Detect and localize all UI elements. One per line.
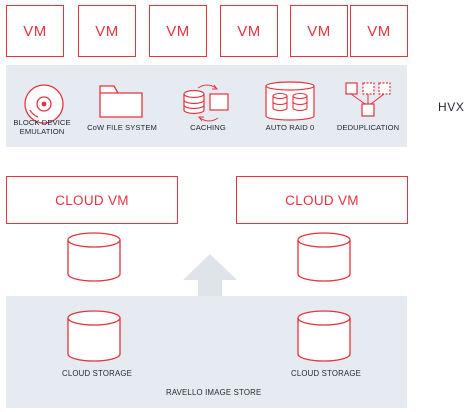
caching-icon	[183, 84, 229, 122]
vm-box-4: VM	[220, 5, 278, 57]
cloud-vm-box-2: CLOUD VM	[236, 176, 408, 224]
vm-label: VM	[23, 22, 47, 40]
vm-box-1: VM	[6, 5, 64, 57]
vm-label: VM	[367, 22, 391, 40]
feature-label-block-device: BLOCK DEVICE EMULATION	[13, 118, 71, 136]
cloud-vm-box-1: CLOUD VM	[6, 176, 178, 224]
cloud-storage-label: CLOUD STORAGE	[291, 369, 362, 378]
feature-label-raid: AUTO RAID 0	[265, 123, 315, 132]
folder-icon	[99, 85, 143, 118]
cloud-vm-disk-icon	[297, 232, 351, 282]
cloud-vm-disk-icon	[67, 232, 121, 282]
vm-box-3: VM	[149, 5, 207, 57]
vm-box-6: VM	[350, 5, 408, 57]
deduplication-icon	[345, 82, 391, 117]
hvx-label: HVX	[438, 100, 465, 114]
raid-disks-icon	[265, 81, 315, 121]
cloud-storage-icon	[67, 310, 121, 362]
feature-label-caching: CACHING	[190, 123, 226, 132]
vm-label: VM	[307, 22, 331, 40]
feature-label-dedup: DEDUPLICATION	[336, 123, 400, 132]
cloud-vm-label: CLOUD VM	[55, 192, 129, 208]
hvx-panel	[6, 65, 407, 147]
vm-label: VM	[95, 22, 119, 40]
cloud-storage-icon	[297, 310, 351, 362]
vm-box-2: VM	[78, 5, 136, 57]
vm-box-5: VM	[290, 5, 348, 57]
disc-icon	[24, 84, 64, 124]
cloud-storage-label: CLOUD STORAGE	[62, 369, 133, 378]
cloud-vm-label: CLOUD VM	[285, 192, 359, 208]
feature-label-cow: CoW FILE SYSTEM	[87, 123, 157, 132]
vm-label: VM	[166, 22, 190, 40]
image-store-label: RAVELLO IMAGE STORE	[166, 388, 262, 397]
vm-label: VM	[237, 22, 261, 40]
up-arrow-icon	[183, 254, 237, 298]
